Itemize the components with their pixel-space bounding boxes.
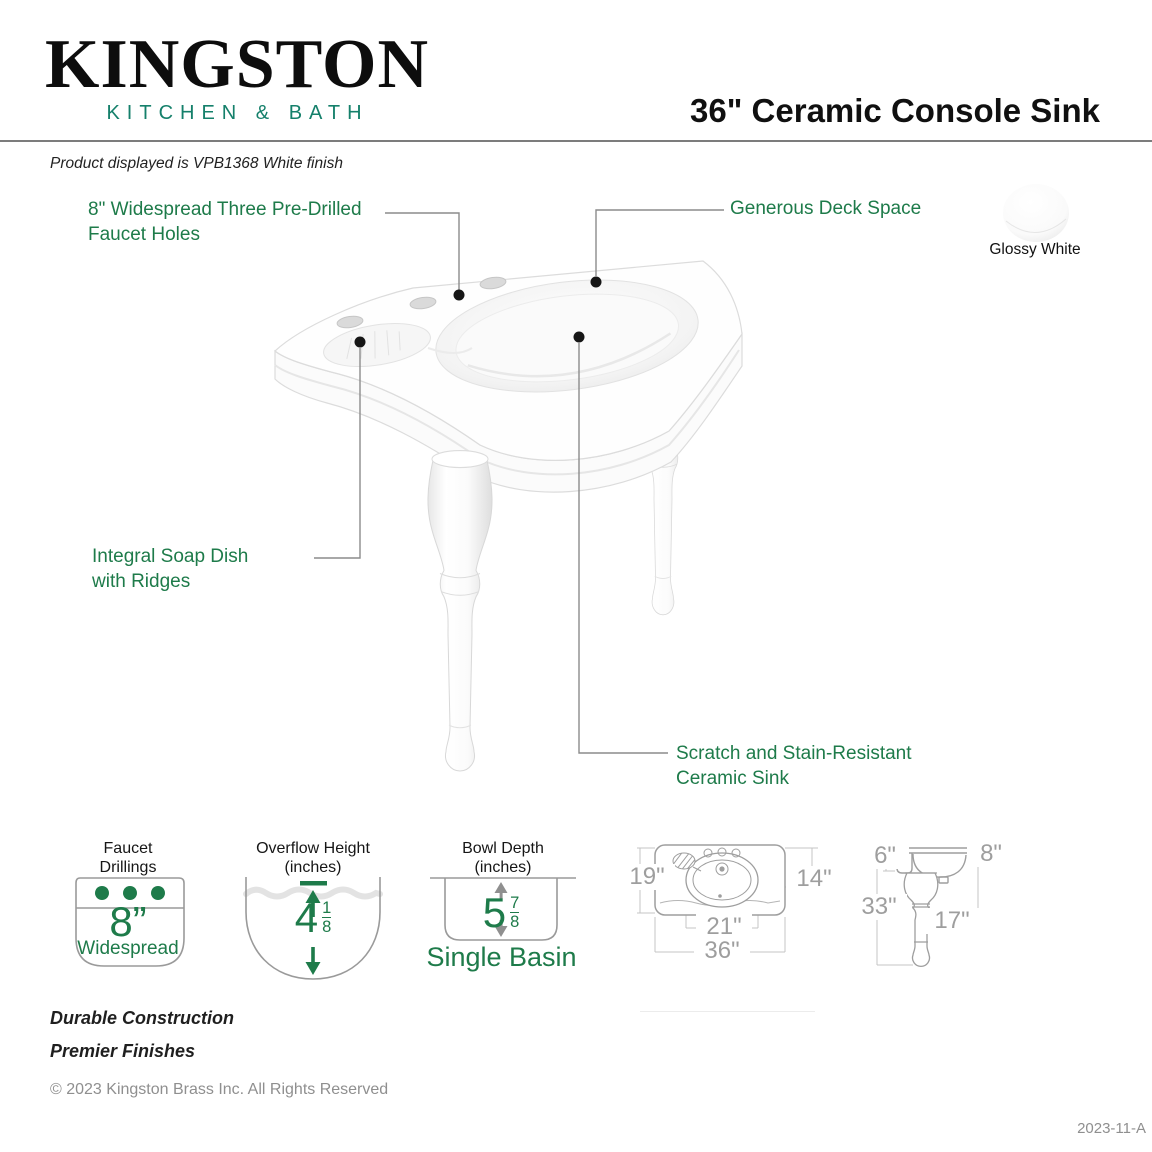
spec-icon-bowl-depth <box>430 877 576 941</box>
callout-faucet-holes: 8" Widespread Three Pre-Drilled Faucet H… <box>88 199 362 245</box>
overflow-arrows <box>300 881 327 975</box>
spec-icon-faucet-drillings <box>75 877 185 967</box>
spec-value-overflow: 4 1 8 <box>294 894 332 941</box>
page-title: 36" Ceramic Console Sink <box>690 92 1100 129</box>
top-view-soap-dish-hatch <box>673 853 695 869</box>
finish-label: Glossy White <box>989 241 1081 258</box>
dim-label-36: 36" <box>694 938 750 964</box>
faucet-holes <box>336 276 507 329</box>
doc-code: 2023-11-A <box>1077 1120 1146 1137</box>
copyright-text: © 2023 Kingston Brass Inc. All Rights Re… <box>50 1081 389 1098</box>
spec-title-overflow: Overflow Height (inches) <box>256 840 370 876</box>
dim-label-17: 17" <box>924 908 980 934</box>
spec-value-faucet: 8” <box>109 898 147 945</box>
water-line <box>243 886 383 900</box>
spec-basin-type: Single Basin <box>426 942 577 972</box>
dim-label-14: 14" <box>786 866 842 892</box>
bowl-depth-arrows <box>494 882 508 937</box>
callout-deck-space: Generous Deck Space <box>730 198 922 219</box>
callout-soap-dish: Integral Soap Dish with Ridges <box>92 546 249 592</box>
footer-feature-1: Durable Construction <box>50 1008 235 1028</box>
footer-feature-2: Premier Finishes <box>50 1041 196 1061</box>
callout-ceramic-sink: Scratch and Stain-Resistant Ceramic Sink <box>676 743 912 789</box>
top-view-faucet-holes <box>703 847 741 858</box>
brand-tagline: KITCHEN & BATH <box>106 102 369 124</box>
brand-logo: KINGSTON <box>45 26 430 103</box>
spec-value-bowl-depth: 5 7 8 <box>482 889 520 936</box>
spec-icon-overflow <box>243 877 383 980</box>
sink-leg-left <box>427 450 493 772</box>
dim-label-21: 21" <box>696 914 752 940</box>
faucet-drilling-dots <box>95 886 165 900</box>
finish-swatch <box>1003 184 1069 242</box>
product-note: Product displayed is VPB1368 White finis… <box>50 155 343 172</box>
spec-sub-faucet: Widespread <box>77 938 179 959</box>
dim-label-6: 6" <box>861 843 909 869</box>
dim-label-19: 19" <box>619 864 675 890</box>
dimension-diagram-top-view <box>637 844 818 953</box>
product-image <box>274 260 743 772</box>
side-view-leg <box>903 872 939 968</box>
header-divider <box>0 140 1152 142</box>
spec-title-bowl-depth: Bowl Depth (inches) <box>462 840 544 876</box>
dim-label-8: 8" <box>967 841 1015 867</box>
spec-row-hairline <box>640 1011 815 1012</box>
dim-label-33: 33" <box>851 894 907 920</box>
spec-title-faucet-drillings: Faucet Drillings <box>99 840 157 876</box>
